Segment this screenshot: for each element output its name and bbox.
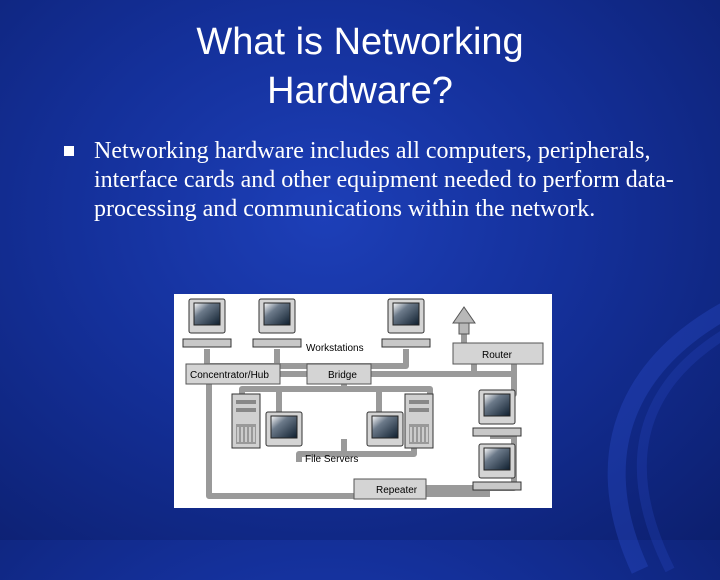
label-bridge: Bridge: [328, 370, 357, 381]
square-bullet-icon: [64, 146, 74, 156]
network-diagram-svg: Workstations Router Concentrator/Hub Bri…: [182, 298, 544, 500]
workstation-computer-icon: [472, 443, 522, 491]
concentrator-hub-box: Concentrator/Hub: [185, 363, 281, 385]
workstation-computer-icon: [182, 298, 232, 348]
label-workstations: Workstations: [306, 343, 364, 354]
bullet-text: Networking hardware includes all compute…: [94, 138, 674, 222]
server-monitor-icon: [265, 411, 303, 447]
workstation-computer-icon: [472, 389, 522, 437]
label-router: Router: [482, 350, 513, 361]
workstation-computer-icon: [381, 298, 431, 348]
file-server-tower-icon: [404, 393, 434, 449]
label-concentrator-hub: Concentrator/Hub: [190, 370, 269, 381]
slide-title: What is Networking Hardware?: [0, 18, 720, 116]
label-file-servers: File Servers: [305, 454, 358, 465]
network-diagram: Workstations Router Concentrator/Hub Bri…: [174, 294, 552, 508]
server-monitor-icon: [366, 411, 404, 447]
bridge-box: Bridge: [306, 363, 372, 385]
router-box: Router: [452, 342, 544, 365]
repeater-box: Repeater: [353, 478, 427, 500]
workstation-computer-icon: [252, 298, 302, 348]
file-server-tower-icon: [231, 393, 261, 449]
router-uplink-arrow-icon: [452, 306, 476, 335]
slide-title-line-2: Hardware?: [267, 70, 453, 112]
slide-title-line-1: What is Networking: [196, 21, 524, 63]
label-repeater: Repeater: [376, 485, 418, 496]
